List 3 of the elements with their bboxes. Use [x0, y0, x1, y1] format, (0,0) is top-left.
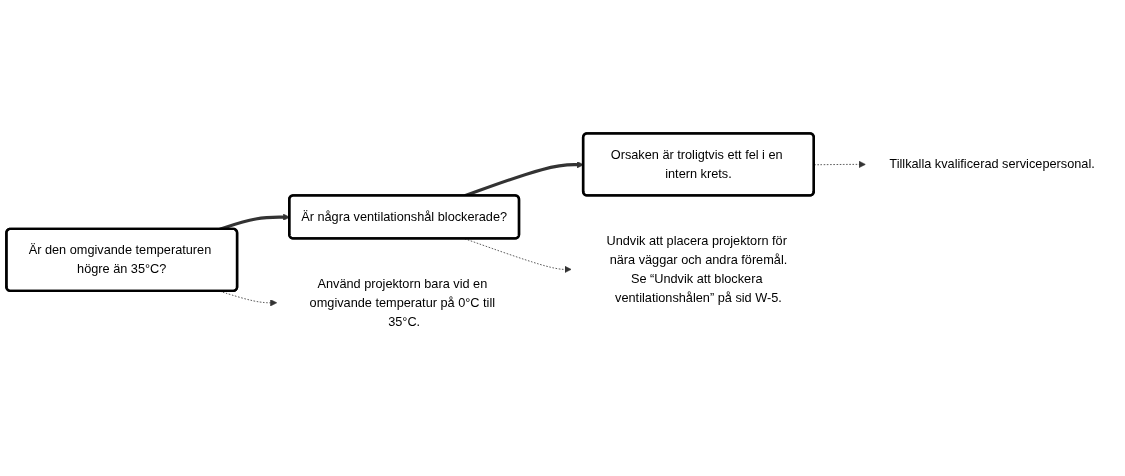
node-text: Undvik att placera projektorn för nära väggar och andra föremål. Se “Undvik att blockera ventilationshålen” på sid W-5. [606, 233, 788, 305]
node-text: Använd projektorn bara vid en omgivande temperatur på 0°C till 35°C. [309, 276, 496, 328]
node-text: Tillkalla kvalificerad servicepersonal. [889, 156, 1095, 171]
